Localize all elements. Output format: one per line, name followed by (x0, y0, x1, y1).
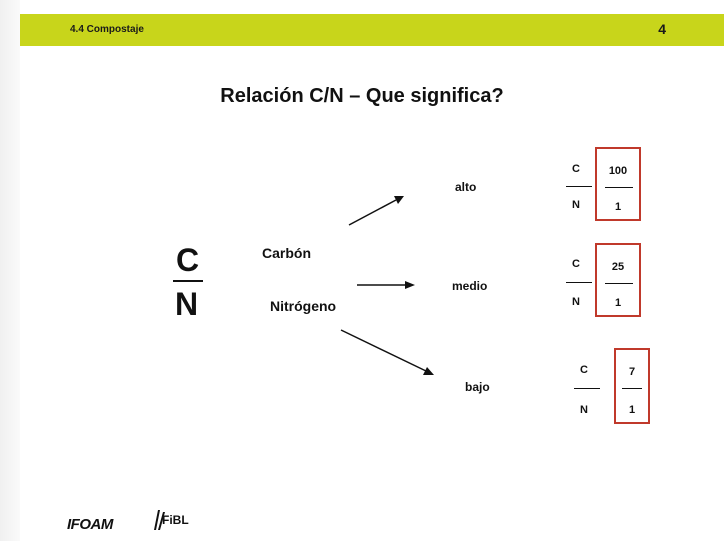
ratio-denominator-medio: 1 (614, 297, 622, 309)
frac-c-alto: C (572, 163, 580, 175)
fibl-logo: FiBL (162, 513, 189, 527)
frac-line-bajo (574, 388, 600, 389)
frac-line-medio (566, 282, 592, 283)
ratio-line-bajo (622, 388, 642, 389)
ratio-numerator-medio: 25 (611, 261, 625, 273)
ratio-line-medio (605, 283, 633, 284)
level-label-bajo: bajo (465, 380, 490, 394)
frac-n-medio: N (572, 296, 580, 308)
slide-title: Relación C/N – Que significa? (220, 85, 504, 107)
ratio-denominator-alto: 1 (614, 201, 622, 213)
ratio-box-bajo: 7 1 (614, 348, 650, 424)
frac-n-bajo: N (580, 404, 588, 416)
header-bar: 4.4 Compostaje 4 (20, 14, 724, 46)
arrow-bajo (340, 329, 434, 375)
frac-c-bajo: C (580, 364, 588, 376)
term-carbon: Carbón (262, 245, 311, 261)
ifoam-logo: IFOAM (67, 516, 113, 533)
frac-c-medio: C (572, 258, 580, 270)
frac-n-alto: N (572, 199, 580, 211)
ratio-box-alto: 100 1 (595, 147, 641, 221)
frac-line-alto (566, 186, 592, 187)
ratio-line-alto (605, 187, 633, 188)
main-fraction-line (173, 280, 203, 282)
ratio-numerator-alto: 100 (608, 165, 628, 177)
arrow-alto (348, 196, 404, 226)
page-number: 4 (658, 21, 666, 37)
ratio-numerator-bajo: 7 (628, 366, 636, 378)
section-label: 4.4 Compostaje (70, 24, 144, 35)
ratio-box-medio: 25 1 (595, 243, 641, 317)
arrow-medio (357, 281, 415, 289)
level-label-alto: alto (455, 180, 477, 194)
main-fraction-numerator: C (176, 242, 200, 278)
main-fraction-denominator: N (175, 286, 199, 322)
level-label-medio: medio (452, 279, 488, 293)
ratio-denominator-bajo: 1 (628, 404, 636, 416)
term-nitrogen: Nitrógeno (270, 298, 337, 314)
fibl-leaf-icon (154, 510, 165, 530)
